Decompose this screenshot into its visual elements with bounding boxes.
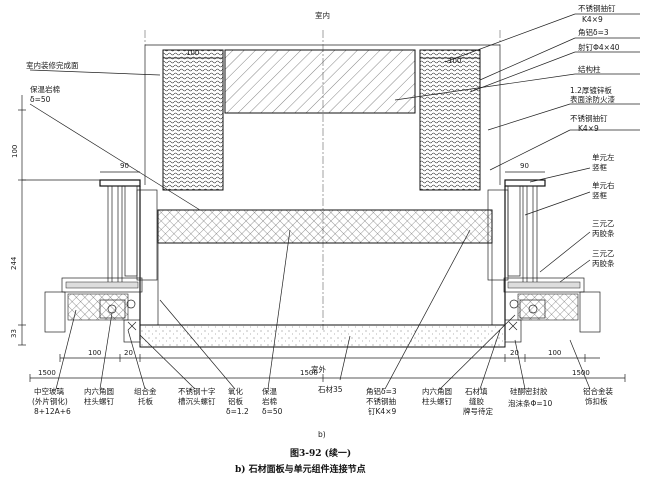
- label-letter-b: b): [318, 430, 326, 439]
- structural-column: [224, 49, 416, 114]
- dim-100-top-left: 100: [186, 49, 199, 57]
- label-epdm-2b: 丙胶条: [592, 258, 615, 268]
- label-insul-bottom-2: 岩棉: [262, 396, 277, 406]
- dim-1500-left: 1500: [38, 369, 56, 377]
- dim-100-bottom-right: 100: [548, 349, 561, 357]
- label-cross-screw: 不锈钢十字: [178, 386, 216, 396]
- label-silicone: 硅酮密封胶: [510, 386, 548, 396]
- label-alu-alloy-2: 饰扣板: [585, 396, 608, 406]
- caption-figure: 图3-92 (续一): [290, 447, 351, 459]
- left-unit-frame: [44, 179, 158, 343]
- dim-20-left: 20: [124, 349, 133, 357]
- label-epdm-1b: 丙胶条: [592, 228, 615, 238]
- caption-subtitle: b) 石材面板与单元组件连接节点: [235, 463, 366, 475]
- label-blind-rivet-mid-spec: K4×9: [578, 124, 599, 133]
- label-galv-plate-fire: 表面涂防火漆: [570, 94, 615, 104]
- label-blind-rivet-top-spec: K4×9: [582, 15, 603, 24]
- label-hex-screw-b: 内六角圆: [422, 386, 452, 396]
- label-glass-2: (外片钢化): [32, 396, 68, 406]
- label-insulation-top-delta: δ=50: [30, 95, 51, 104]
- label-alu-sheet: 氧化: [228, 386, 243, 396]
- label-alu-sheet-2: 铝板: [228, 396, 243, 406]
- leader-lines: [29, 13, 640, 390]
- dimensions: [18, 57, 626, 382]
- label-angle-alu: 角铝δ=3: [578, 27, 609, 37]
- label-insul-bottom: 保温: [262, 387, 277, 396]
- label-stone-seal-3: 牌号待定: [463, 406, 493, 416]
- cavity: [157, 243, 493, 325]
- label-epdm-1: 三元乙: [592, 219, 615, 228]
- dim-20-right: 20: [510, 349, 519, 357]
- label-stone-seal: 石材填: [465, 386, 488, 396]
- dim-100-bottom-left: 100: [88, 349, 101, 357]
- label-bolt: 射钉Φ4×40: [578, 42, 620, 52]
- label-unit-left: 单元左: [592, 152, 615, 162]
- label-epdm-2: 三元乙: [592, 249, 615, 258]
- insulation-block-right: [419, 49, 481, 191]
- dim-1500-right: 1500: [572, 369, 590, 377]
- dim-90-left: 90: [120, 162, 129, 170]
- label-angle-bottom-3: 钉K4×9: [368, 406, 396, 416]
- label-alu-alloy: 铝合金装: [583, 386, 613, 396]
- label-hex-screw: 内六角圆: [84, 386, 114, 396]
- right-unit-frame: [487, 179, 601, 343]
- label-glass: 中空玻璃: [34, 386, 64, 396]
- label-combined-bracket: 组合金: [134, 386, 157, 396]
- label-blind-rivet-mid: 不锈钢抽钉: [570, 113, 608, 123]
- label-hex-screw-2: 柱头螺钉: [84, 396, 114, 406]
- label-stone-seal-2: 缝胶: [469, 396, 484, 406]
- label-alu-sheet-3: δ=1.2: [226, 407, 249, 416]
- dim-100-top-right: 100: [448, 57, 461, 65]
- label-galv-plate: 1.2厚镀锌板: [570, 85, 612, 95]
- dim-90-right: 90: [520, 162, 529, 170]
- label-insul-bottom-3: δ=50: [262, 407, 283, 416]
- dim-33: 33: [10, 329, 18, 338]
- label-insulation-top: 保温岩棉: [30, 84, 60, 94]
- label-cross-screw-2: 槽沉头螺钉: [178, 396, 216, 406]
- label-outdoor: 室外: [311, 364, 326, 374]
- label-unit-left-2: 竖框: [592, 162, 607, 172]
- insulation-block-left: [162, 49, 224, 191]
- label-indoor: 室内: [315, 10, 330, 20]
- label-unit-right: 单元右: [592, 180, 615, 190]
- interior-finish-lines: [144, 44, 501, 185]
- label-hex-screw-b-2: 柱头螺钉: [422, 396, 452, 406]
- label-silicone-2: 泡沫条Φ=10: [508, 398, 552, 408]
- label-angle-bottom: 角铝δ=3: [366, 386, 397, 396]
- dim-1500-center: 1500: [300, 369, 318, 377]
- label-blind-rivet-top: 不锈钢抽钉: [578, 3, 616, 13]
- dim-100-side: 100: [11, 145, 19, 158]
- label-unit-right-2: 竖框: [592, 190, 607, 200]
- label-glass-3: 8+12A+6: [34, 407, 71, 416]
- label-structural-column: 结构柱: [578, 64, 601, 74]
- dim-244: 244: [10, 256, 18, 270]
- stone-panel: [139, 324, 506, 348]
- label-interior-finish: 室内装修完成面: [26, 60, 79, 70]
- label-angle-bottom-2: 不锈钢抽: [366, 396, 396, 406]
- insulation-band: [157, 209, 493, 244]
- label-combined-bracket-2: 托板: [138, 396, 153, 406]
- label-stone: 石材35: [318, 384, 343, 394]
